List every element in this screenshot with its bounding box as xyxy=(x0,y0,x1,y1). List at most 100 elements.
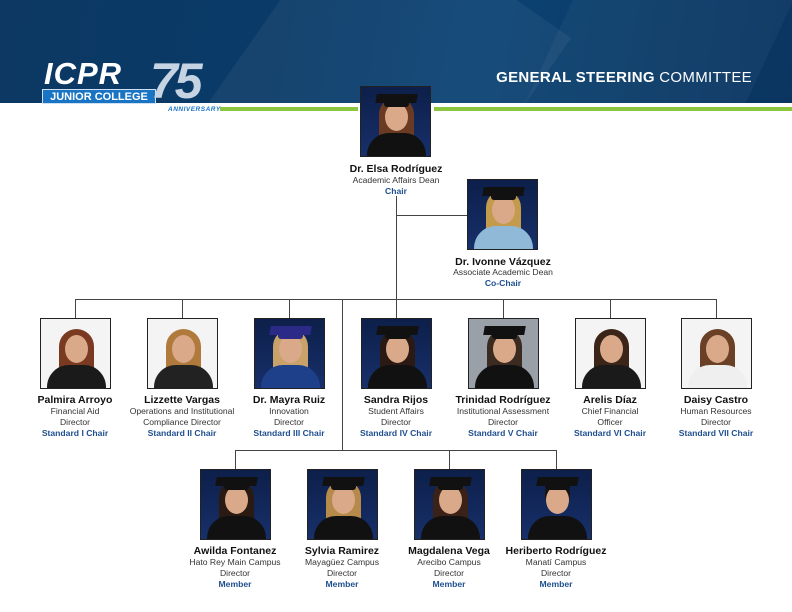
header-banner: GENERAL STEERING COMMITTEE xyxy=(0,0,792,103)
logo-number: 75 xyxy=(150,53,203,109)
portrait-photo xyxy=(254,318,325,389)
person-title: Operations and Institutional xyxy=(129,406,235,416)
connector-line xyxy=(503,299,504,318)
committee-role: Standard VII Chair xyxy=(678,428,754,438)
person-name: Dr. Mayra Ruiz xyxy=(252,394,326,406)
portrait-photo xyxy=(360,86,431,157)
person-name: Heriberto Rodríguez xyxy=(505,545,607,557)
logo-main-text: ICPR xyxy=(44,56,123,91)
person-name: Sylvia Ramirez xyxy=(304,545,380,557)
person-title: Director xyxy=(540,568,572,578)
person-title: Chief Financial xyxy=(581,406,639,416)
portrait-photo xyxy=(147,318,218,389)
person-name: Sandra Rijos xyxy=(363,394,429,406)
person-silhouette xyxy=(308,470,377,539)
person-title: Director xyxy=(219,568,251,578)
person-title: Institutional Assessment xyxy=(456,406,550,416)
person-silhouette xyxy=(682,319,751,388)
person-name: Palmira Arroyo xyxy=(37,394,113,406)
portrait-photo xyxy=(468,318,539,389)
person-title: Director xyxy=(487,417,519,427)
person-silhouette xyxy=(576,319,645,388)
person-title: Director xyxy=(700,417,732,427)
person-title: Innovation xyxy=(269,406,309,416)
committee-role: Member xyxy=(539,579,573,589)
committee-role: Standard IV Chair xyxy=(359,428,433,438)
committee-role: Standard V Chair xyxy=(468,428,538,438)
person-silhouette xyxy=(469,319,538,388)
person-name: Awilda Fontanez xyxy=(193,545,277,557)
connector-line xyxy=(610,299,611,318)
logo-tag: ANNIVERSARY xyxy=(168,106,221,113)
connector-line xyxy=(235,450,236,469)
person-title: Student Affairs xyxy=(368,406,424,416)
connector-line xyxy=(396,196,397,299)
committee-role: Standard II Chair xyxy=(147,428,217,438)
committee-role: Co-Chair xyxy=(484,278,522,288)
person-title: Director xyxy=(59,417,91,427)
person-title: Manatí Campus xyxy=(525,557,587,567)
person-silhouette xyxy=(522,470,591,539)
portrait-photo xyxy=(575,318,646,389)
portrait-photo xyxy=(467,179,538,250)
portrait-photo xyxy=(307,469,378,540)
person-title: Financial Aid xyxy=(50,406,100,416)
accent-line xyxy=(220,107,358,111)
portrait-photo xyxy=(40,318,111,389)
page-title: GENERAL STEERING COMMITTEE xyxy=(496,69,752,86)
header-shine xyxy=(514,0,792,103)
person-title: Associate Academic Dean xyxy=(453,267,553,277)
committee-role: Member xyxy=(218,579,252,589)
logo-sub-text: JUNIOR COLLEGE xyxy=(42,89,156,104)
committee-role: Chair xyxy=(385,186,407,196)
person-silhouette xyxy=(255,319,324,388)
portrait-photo xyxy=(681,318,752,389)
committee-role: Standard III Chair xyxy=(253,428,325,438)
connector-line xyxy=(556,450,557,469)
person-title: Compliance Director xyxy=(143,417,221,427)
person-name: Lizzette Vargas xyxy=(144,394,220,406)
person-name: Magdalena Vega xyxy=(408,545,490,557)
connector-line xyxy=(342,299,343,450)
person-silhouette xyxy=(468,180,537,249)
connector-line xyxy=(397,215,467,216)
person-title: Human Resources xyxy=(680,406,752,416)
person-silhouette xyxy=(361,87,430,156)
person-silhouette xyxy=(362,319,431,388)
committee-role: Standard VI Chair xyxy=(573,428,647,438)
person-title: Academic Affairs Dean xyxy=(352,175,440,185)
portrait-photo xyxy=(414,469,485,540)
committee-role: Member xyxy=(325,579,359,589)
portrait-photo xyxy=(521,469,592,540)
connector-line xyxy=(289,299,290,318)
person-title: Director xyxy=(273,417,305,427)
person-title: Arecibo Campus xyxy=(417,557,481,567)
connector-line xyxy=(716,299,717,318)
person-title: Hato Rey Main Campus xyxy=(189,557,281,567)
person-silhouette xyxy=(148,319,217,388)
connector-line xyxy=(235,450,556,451)
person-title: Officer xyxy=(597,417,623,427)
connector-line xyxy=(182,299,183,318)
committee-role: Member xyxy=(432,579,466,589)
person-name: Arelis Díaz xyxy=(583,394,637,406)
committee-role: Standard I Chair xyxy=(41,428,109,438)
icpr-logo: ICPR JUNIOR COLLEGE 75 ANNIVERSARY xyxy=(40,53,221,116)
portrait-photo xyxy=(361,318,432,389)
person-silhouette xyxy=(41,319,110,388)
person-name: Trinidad Rodríguez xyxy=(455,394,551,406)
person-silhouette xyxy=(415,470,484,539)
person-name: Dr. Elsa Rodríguez xyxy=(349,163,443,175)
connector-line xyxy=(396,299,397,318)
person-title: Mayagüez Campus xyxy=(304,557,380,567)
accent-line xyxy=(434,107,792,111)
person-name: Dr. Ivonne Vázquez xyxy=(455,256,551,268)
person-silhouette xyxy=(201,470,270,539)
connector-line xyxy=(75,299,76,318)
person-title: Director xyxy=(380,417,412,427)
person-title: Director xyxy=(433,568,465,578)
person-title: Director xyxy=(326,568,358,578)
connector-line xyxy=(449,450,450,469)
person-name: Daisy Castro xyxy=(683,394,749,406)
portrait-photo xyxy=(200,469,271,540)
